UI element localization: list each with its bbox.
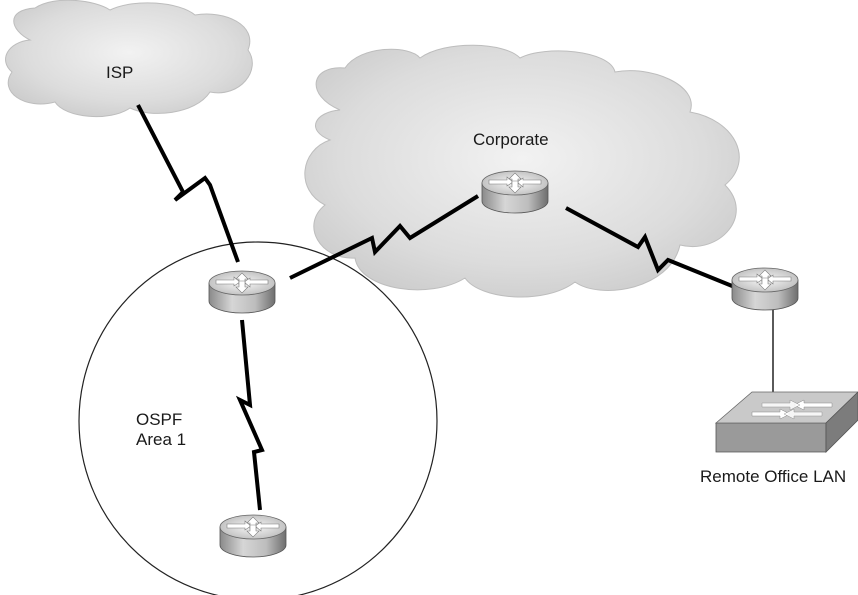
isp-cloud-label: ISP xyxy=(106,63,134,82)
serial-link-corporate xyxy=(289,194,480,280)
isp-cloud xyxy=(5,0,253,118)
ospf-area-label-line2: Area 1 xyxy=(136,430,187,449)
ospf-area-circle xyxy=(78,241,438,595)
ospf-area-label-line1: OSPF xyxy=(136,410,183,429)
remote-office-lan-label: Remote Office LAN xyxy=(700,467,847,486)
corporate-router[interactable] xyxy=(481,170,549,214)
area1-internal-router[interactable] xyxy=(219,514,287,558)
remote-office-router[interactable] xyxy=(731,267,799,311)
serial-link-remote xyxy=(565,206,743,292)
corporate-cloud-label: Corporate xyxy=(473,130,549,149)
remote-office-switch[interactable] xyxy=(714,391,858,453)
serial-link-isp xyxy=(136,104,240,263)
ospf-area-label: OSPF Area 1 xyxy=(136,410,186,450)
serial-link-area1 xyxy=(235,319,265,511)
area-border-router[interactable] xyxy=(208,270,276,314)
